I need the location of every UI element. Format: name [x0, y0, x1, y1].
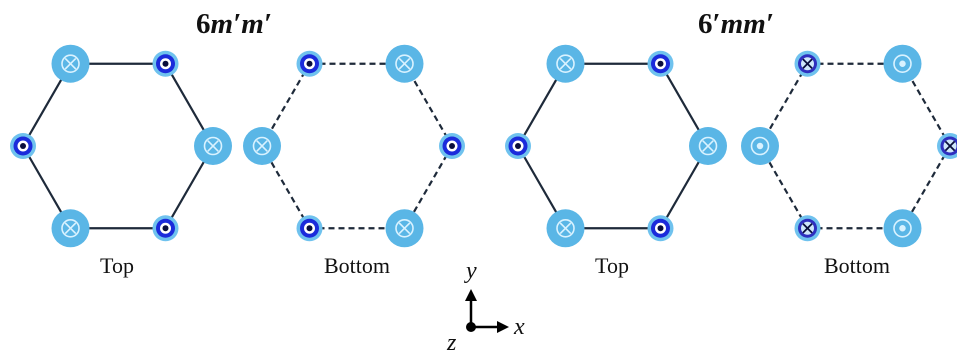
cross-stroke-icon — [702, 140, 714, 152]
hexagon-top-layer — [505, 44, 727, 248]
coordinate-axes: y x z — [446, 258, 525, 352]
bond-line — [403, 145, 453, 229]
dot-center-icon — [162, 60, 169, 67]
x-axis-label: x — [513, 314, 525, 340]
large-atom-site — [385, 44, 424, 83]
large-atom-site — [689, 127, 727, 165]
large-atom-site — [741, 127, 779, 165]
large-atom-site — [546, 44, 585, 83]
dot-center-icon — [20, 143, 26, 149]
cross-stroke-icon — [944, 140, 956, 152]
hexagon-bottom-layer — [243, 44, 465, 248]
x-arrowhead — [497, 321, 509, 333]
cross-stroke-icon — [559, 222, 572, 235]
large-atom-site — [194, 127, 232, 165]
dot-symbol-icon — [750, 136, 770, 156]
cross-symbol-icon — [395, 54, 414, 74]
small-atom-site — [647, 215, 674, 242]
small-atom-site — [937, 133, 957, 159]
cross-symbol-icon — [556, 54, 575, 74]
y-axis-label: y — [464, 258, 477, 284]
large-atom-site — [883, 209, 922, 248]
dot-center-icon — [756, 142, 764, 150]
dot-center-icon — [657, 225, 664, 232]
caption-bottom: Bottom — [324, 253, 390, 278]
bond-line — [261, 145, 311, 229]
cross-symbol-icon — [698, 136, 718, 156]
small-atom-site — [505, 133, 531, 159]
cross-stroke-icon — [207, 140, 219, 152]
caption-bottom: Bottom — [824, 253, 890, 278]
small-atom-site — [794, 50, 821, 77]
title-number: 6 — [196, 8, 211, 40]
z-axis-dot — [466, 322, 476, 332]
title-italic: m′m′ — [211, 8, 272, 40]
hexagon-bottom-layer — [741, 44, 957, 248]
cross-stroke-icon — [398, 57, 411, 70]
z-axis-label: z — [446, 330, 457, 352]
small-atom-site — [296, 215, 323, 242]
small-atom-site — [10, 133, 36, 159]
cross-symbol-icon — [556, 218, 575, 238]
bond-line — [759, 145, 809, 229]
cross-symbol-icon — [252, 136, 272, 156]
hexagon-top-layer — [10, 44, 232, 248]
dot-center-icon — [306, 225, 313, 232]
cross-symbol-icon — [395, 218, 414, 238]
large-atom-site — [243, 127, 281, 165]
dot-center-icon — [306, 60, 313, 67]
dot-center-icon — [899, 60, 906, 67]
small-atom-site — [296, 50, 323, 77]
large-atom-site — [51, 209, 90, 248]
cross-symbol-icon — [61, 218, 80, 238]
cross-stroke-icon — [64, 57, 77, 70]
y-arrowhead — [465, 289, 477, 301]
cross-stroke-icon — [802, 223, 813, 234]
small-atom-site — [152, 50, 179, 77]
bond-line — [901, 145, 951, 229]
large-atom-site — [546, 209, 585, 248]
large-atom-site — [883, 44, 922, 83]
dot-symbol-icon — [893, 218, 912, 238]
dot-center-icon — [449, 143, 455, 149]
title-number: 6′ — [698, 8, 721, 40]
small-atom-site — [152, 215, 179, 242]
small-atom-site — [439, 133, 465, 159]
dot-center-icon — [515, 143, 521, 149]
cross-stroke-icon — [398, 222, 411, 235]
cross-symbol-icon — [61, 54, 80, 74]
dot-center-icon — [162, 225, 169, 232]
caption-top: Top — [100, 253, 134, 278]
cross-symbol-icon — [203, 136, 223, 156]
dot-center-icon — [657, 60, 664, 67]
cross-stroke-icon — [559, 57, 572, 70]
title-italic: mm′ — [721, 8, 774, 40]
large-atom-site — [51, 44, 90, 83]
cross-stroke-icon — [802, 58, 813, 69]
small-atom-site — [794, 215, 821, 242]
dot-center-icon — [899, 225, 906, 232]
panel-title-6mm-right: 6′mm′ — [698, 8, 774, 40]
caption-top: Top — [595, 253, 629, 278]
dot-symbol-icon — [893, 54, 912, 74]
panel-title-6mm-left: 6m′m′ — [196, 8, 272, 40]
large-atom-site — [385, 209, 424, 248]
cross-stroke-icon — [64, 222, 77, 235]
small-atom-site — [647, 50, 674, 77]
cross-stroke-icon — [256, 140, 268, 152]
